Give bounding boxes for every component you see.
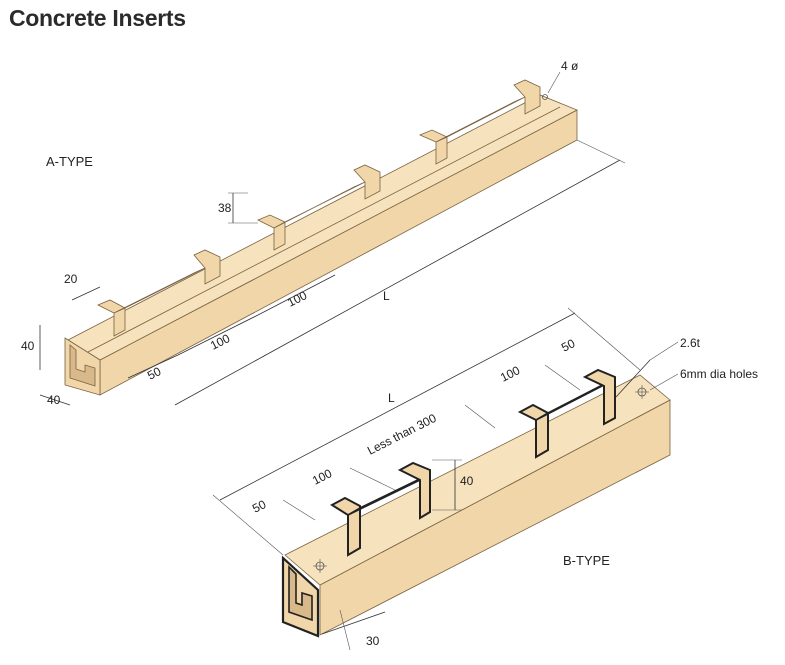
a-type-dim-length: L bbox=[383, 289, 390, 303]
b-type-hole bbox=[313, 559, 327, 573]
b-type-holes-label: 6mm dia holes bbox=[680, 367, 758, 381]
a-type-label: A-TYPE bbox=[46, 154, 93, 169]
b-type-dim-100-b: 100 bbox=[498, 363, 522, 385]
a-type-dim-40-width: 40 bbox=[47, 393, 61, 407]
b-type-anchor bbox=[330, 461, 431, 557]
a-type-hole bbox=[542, 94, 548, 100]
page-title: Concrete Inserts bbox=[9, 5, 186, 31]
b-type-anchor bbox=[517, 368, 616, 459]
b-type-dim-40: 40 bbox=[460, 474, 474, 488]
a-type-anchor bbox=[257, 164, 381, 251]
b-type-dim-length: L bbox=[388, 391, 395, 405]
a-type-dim-50: 50 bbox=[145, 364, 164, 383]
b-type-dim-50-b: 50 bbox=[559, 336, 578, 355]
b-type-dim-100-a: 100 bbox=[310, 466, 334, 488]
a-type-hole-label: 4 ø bbox=[561, 59, 579, 73]
a-type-dimensions bbox=[39, 71, 626, 406]
b-type-dimensions bbox=[212, 307, 679, 651]
b-type-dim-30: 30 bbox=[366, 634, 380, 648]
b-type-hole bbox=[635, 385, 649, 399]
b-type-channel bbox=[281, 368, 671, 638]
b-type-dim-50-a: 50 bbox=[250, 497, 269, 516]
a-type-anchor bbox=[97, 249, 221, 337]
a-type-anchor bbox=[418, 79, 541, 165]
b-type-label: B-TYPE bbox=[563, 553, 610, 568]
b-type-thickness-label: 2.6t bbox=[680, 336, 701, 350]
a-type-dim-38: 38 bbox=[218, 201, 232, 215]
a-type-dim-20: 20 bbox=[64, 272, 78, 286]
a-type-channel bbox=[64, 79, 578, 396]
a-type-dim-40-height: 40 bbox=[21, 339, 35, 353]
